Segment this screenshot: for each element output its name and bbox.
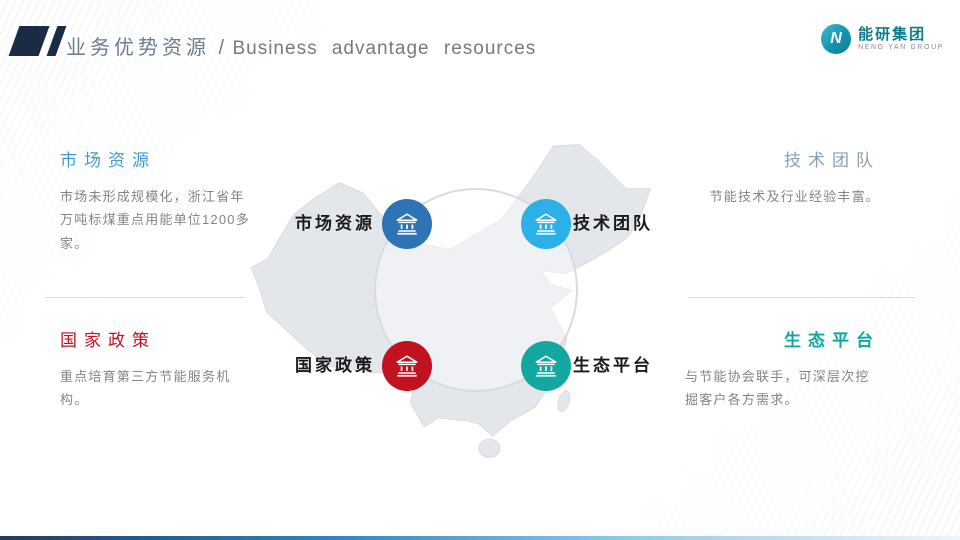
logo-mark-icon: N [821,24,852,54]
bank-icon [396,213,418,235]
section-tech: 技术团队 节能技术及行业经验丰富。 [685,152,880,208]
section-tech-title: 技术团队 [784,151,880,170]
node-national-policy [382,341,432,391]
logo-company-name-cn: 能研集团 [858,26,927,44]
hainan-island [478,438,501,458]
node-tech-team [521,199,571,249]
node-label-tech: 技术团队 [573,214,653,233]
bank-icon [535,213,557,235]
section-market-title: 市场资源 [60,151,156,170]
node-market-resources [382,199,432,249]
section-policy: 国家政策 重点培育第三方节能服务机构。 [60,332,255,412]
section-market: 市场资源 市场未形成规模化，浙江省年万吨标煤重点用能单位1200多家。 [60,152,255,255]
slide-title: 业务优势资源 / Business advantage resources [66,31,536,60]
slide-title-cn: 业务优势资源 [66,37,210,59]
bottom-accent-bar [0,536,960,540]
slide-title-separator: / [218,37,225,59]
node-label-eco: 生态平台 [573,356,653,375]
node-label-market: 市场资源 [295,214,375,233]
logo-company-name-en: NENG YAN GROUP [858,43,944,51]
divider-right [688,297,915,298]
logo-text: 能研集团 NENG YAN GROUP [858,26,944,51]
section-market-body: 市场未形成规模化，浙江省年万吨标煤重点用能单位1200多家。 [60,189,250,251]
section-eco-body: 与节能协会联手，可深层次挖掘客户各方需求。 [685,369,870,408]
section-policy-body: 重点培育第三方节能服务机构。 [60,369,231,408]
node-eco-platform [521,341,571,391]
section-eco: 生态平台 与节能协会联手，可深层次挖掘客户各方需求。 [685,332,880,412]
section-tech-body: 节能技术及行业经验丰富。 [709,189,880,204]
bank-icon [396,355,418,377]
china-map-area [248,140,658,470]
taiwan-island [557,390,571,412]
company-logo: N 能研集团 NENG YAN GROUP [821,24,944,54]
node-label-policy: 国家政策 [295,356,375,375]
section-eco-title: 生态平台 [784,331,880,350]
divider-left [45,297,245,298]
section-policy-title: 国家政策 [60,331,156,350]
bank-icon [535,355,557,377]
slide-title-en: Business advantage resources [232,38,537,59]
